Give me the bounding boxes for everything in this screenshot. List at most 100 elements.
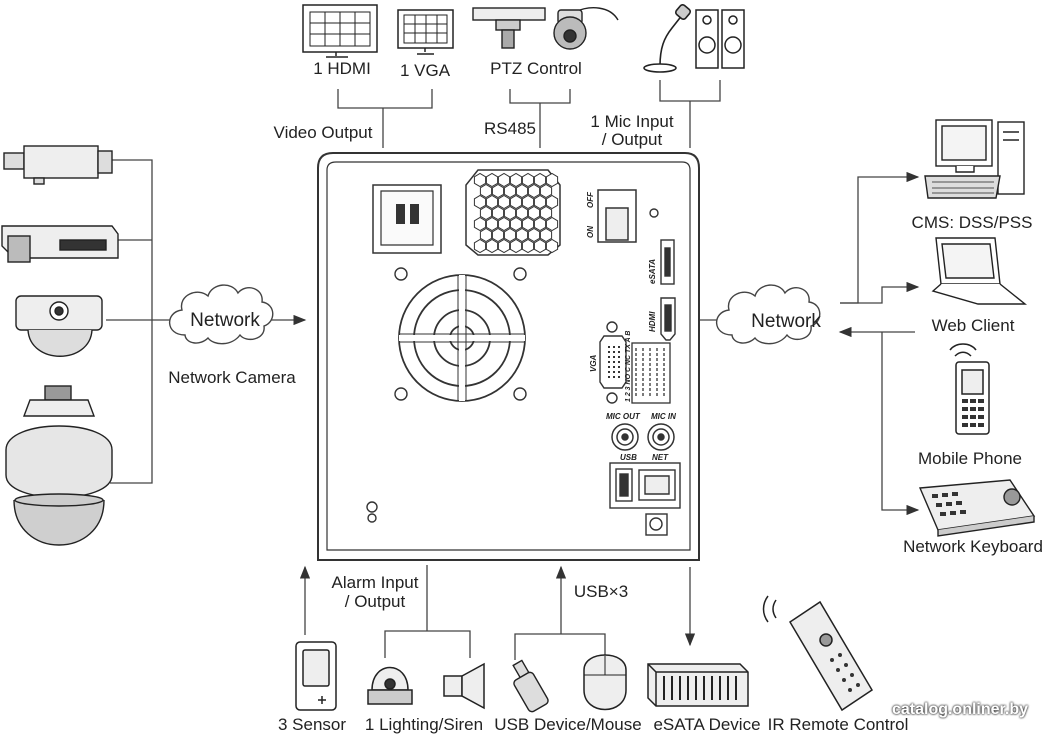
- bullet-camera-icon: [3, 145, 113, 185]
- usb-label: USB: [620, 453, 637, 462]
- vent-hole: [527, 183, 541, 199]
- vent-hole: [533, 172, 547, 188]
- vent-hole: [521, 216, 535, 232]
- vent-hole: [503, 205, 517, 221]
- power-switch: [597, 189, 637, 243]
- vent-hole: [533, 216, 547, 232]
- mobile-phone-icon: [949, 343, 990, 435]
- usb-device-mouse-label: USB Device/Mouse: [494, 715, 642, 734]
- alarm-io-label-line1: Alarm Input: [331, 573, 419, 592]
- vent-hole: [503, 227, 517, 243]
- vent-hole: [491, 183, 505, 199]
- mic-io-label-line2: / Output: [601, 130, 663, 149]
- vent-hole: [473, 238, 487, 254]
- vent-hole: [533, 194, 547, 210]
- vent-hole: [509, 238, 523, 254]
- network-cloud-right: [715, 284, 821, 345]
- vent-hole: [509, 194, 523, 210]
- terminal-label: 1 2 3 NO C NC TX A B: [625, 331, 632, 402]
- mouse-icon: [583, 654, 627, 711]
- usb-flash-drive-icon: [512, 659, 549, 713]
- esata-device-icon: [647, 663, 749, 707]
- mic-io-label-line1: 1 Mic Input: [590, 112, 674, 131]
- switch-off-label: OFF: [586, 191, 595, 208]
- vent-hole: [545, 238, 559, 254]
- vent-hole: [545, 172, 559, 188]
- vent-hole: [485, 194, 499, 210]
- net-label: NET: [652, 453, 669, 462]
- ir-remote-label: IR Remote Control: [767, 715, 909, 734]
- esata-port: [660, 239, 675, 285]
- vent-hole: [491, 227, 505, 243]
- video-output-label: Video Output: [273, 123, 373, 142]
- panel-screws: [366, 208, 659, 523]
- lighting-siren-label: 1 Lighting/Siren: [364, 715, 484, 734]
- vent-hole: [503, 183, 517, 199]
- switch-on-label: ON: [586, 226, 595, 238]
- vga-label: VGA: [589, 354, 598, 372]
- vent-hole: [473, 194, 487, 210]
- sensor-icon: [295, 641, 337, 711]
- ptz-control-label: PTZ Control: [490, 59, 582, 78]
- network-cloud-left-label: Network: [190, 310, 260, 331]
- vent-honeycomb: [473, 172, 559, 254]
- vga-port: [599, 321, 627, 404]
- vent-hole: [521, 194, 535, 210]
- network-keyboard-icon: [918, 479, 1036, 537]
- speed-dome-camera-icon: [5, 385, 113, 546]
- laptop-icon: [931, 237, 1027, 305]
- mobile-phone-label: Mobile Phone: [918, 449, 1022, 468]
- hdmi-monitor-icon: [302, 4, 378, 58]
- mic-out-label: MIC OUT: [606, 412, 641, 421]
- alarm-terminal-block: [631, 342, 671, 404]
- vent-hole: [497, 172, 511, 188]
- cms-label: CMS: DSS/PSS: [911, 213, 1033, 232]
- alarm-light-icon: [367, 666, 413, 705]
- esata-label: eSATA: [648, 259, 657, 284]
- hdmi-label: HDMI: [648, 311, 657, 332]
- vent-hole: [515, 183, 529, 199]
- vent-hole: [491, 205, 505, 221]
- vent-hole: [521, 172, 535, 188]
- sensor-label: 3 Sensor: [277, 715, 347, 734]
- ptz-keyboard-icon: [472, 7, 546, 49]
- speaker-icon: [695, 9, 745, 69]
- mic-in-label: MIC IN: [651, 412, 676, 421]
- network-keyboard-label: Network Keyboard: [903, 537, 1043, 556]
- fan-guard: [398, 274, 526, 402]
- network-cloud-left: [168, 284, 274, 345]
- microphone-icon: [643, 3, 692, 73]
- vent-hole: [479, 205, 493, 221]
- vent-hole: [497, 216, 511, 232]
- mic-jacks: [611, 423, 675, 451]
- web-client-label: Web Client: [931, 316, 1015, 335]
- vent-hole: [497, 194, 511, 210]
- ptz-dome-camera-icon: [553, 7, 619, 50]
- hdmi-output-label: 1 HDMI: [313, 59, 371, 78]
- vent-hole: [527, 227, 541, 243]
- box-camera-icon: [1, 225, 119, 263]
- vent-hole: [509, 172, 523, 188]
- vent-hole: [545, 194, 559, 210]
- vent-hole: [539, 227, 553, 243]
- mini-dome-camera-icon: [15, 295, 103, 357]
- vent-hole: [545, 216, 559, 232]
- usb3-label: USB×3: [573, 582, 629, 601]
- vga-output-label: 1 VGA: [399, 61, 451, 80]
- watermark: catalog.onliner.by: [891, 701, 1028, 718]
- connection-lines: [106, 80, 920, 660]
- vent-hole: [479, 227, 493, 243]
- esata-device-label: eSATA Device: [653, 715, 761, 734]
- usb-net-ports: [609, 462, 681, 536]
- vent-hole: [485, 238, 499, 254]
- vent-hole: [479, 183, 493, 199]
- vent-hole: [509, 216, 523, 232]
- vent-hole: [527, 205, 541, 221]
- hdmi-port: [660, 297, 676, 341]
- vent-hole: [497, 238, 511, 254]
- vent-hole: [485, 216, 499, 232]
- rs485-label: RS485: [484, 119, 536, 138]
- vent-hole: [515, 227, 529, 243]
- network-camera-label: Network Camera: [168, 368, 296, 387]
